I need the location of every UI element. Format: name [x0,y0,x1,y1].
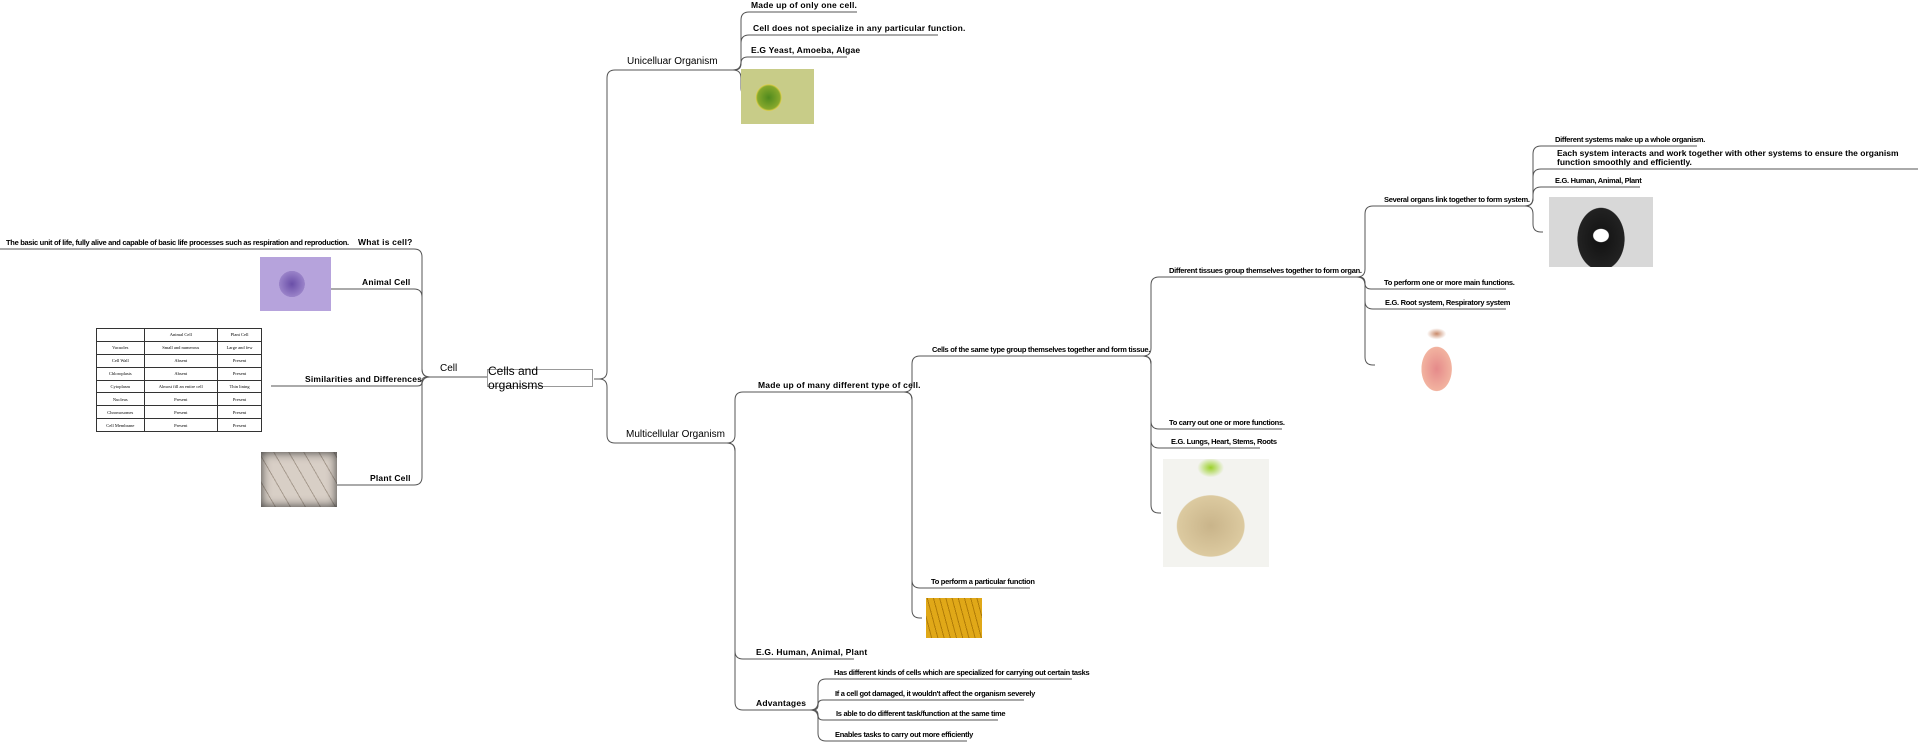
multicellular-example[interactable]: E.G. Human, Animal, Plant [756,647,868,657]
table-cell: Chloroplasts [96,366,145,381]
table-cell: Large and few [217,340,262,355]
table-cell: Thin lining [217,379,262,394]
advantage-item[interactable]: Has different kinds of cells which are s… [834,668,1090,677]
topic-unicellular[interactable]: Unicelluar Organism [627,56,718,67]
branch-connector [725,442,745,711]
topic-organ[interactable]: Different tissues group themselves toget… [1169,266,1362,275]
central-topic-label: Cells and organisms [488,364,544,392]
system-item[interactable]: Different systems make up a whole organi… [1555,135,1706,144]
table-cell: Small and numerous [143,340,219,355]
system-item[interactable]: Each system interacts and work together … [1557,148,1899,167]
branch-connector [412,288,432,378]
branch-connector [594,69,617,380]
table-cell: Present [217,366,262,381]
branch-connector [902,391,922,619]
branch-connector [725,391,745,444]
algae-image [741,69,814,124]
table-cell: Animal Cell [143,328,219,342]
topic-what-is-cell[interactable]: What is cell? [358,237,413,247]
table-cell: Present [217,405,262,420]
system-item[interactable]: E.G. Human, Animal, Plant [1555,176,1642,185]
table-cell: Cell Membrane [96,418,145,432]
table-cell: Almost fill an entire cell [143,379,219,394]
tissue-function[interactable]: To perform a particular function [931,577,1035,586]
table-cell: Chromosomes [96,405,145,420]
branch-connector [808,709,828,742]
branch-connector [1523,205,1543,233]
cell-definition[interactable]: The basic unit of life, fully alive and … [6,238,349,247]
table-cell: Present [217,418,262,432]
table-cell [96,328,145,342]
topic-multicellular[interactable]: Multicellular Organism [626,429,725,440]
animal-cell-image [260,257,331,311]
respiratory-system-image [1381,326,1488,404]
branch-connector [902,355,922,393]
topic-similarities[interactable]: Similarities and Differences [305,374,423,384]
table-cell: Nucleus [96,392,145,407]
dog-image [1549,197,1653,267]
system-function[interactable]: To perform one or more main functions. [1384,278,1515,287]
advantage-item[interactable]: Is able to do different task/function at… [836,709,1006,718]
table-cell: Cell Wall [96,353,145,368]
table-cell: Present [217,392,262,407]
unicellular-item[interactable]: Cell does not specialize in any particul… [753,23,966,33]
branch-connector [594,378,617,444]
branch-connector [1141,276,1161,357]
topic-system[interactable]: Several organs link together to form sys… [1384,195,1530,204]
table-cell: Absent [143,366,219,381]
table-cell: Absent [143,353,219,368]
table-cell: Plant Cell [217,328,262,342]
unicellular-item[interactable]: Made up of only one cell. [751,0,858,10]
table-cell: Present [143,418,219,432]
central-topic[interactable]: Cells and organisms [487,364,593,392]
table-cell: Present [143,392,219,407]
advantage-item[interactable]: Enables tasks to carry out more efficien… [835,730,973,739]
advantage-item[interactable]: If a cell got damaged, it wouldn't affec… [835,689,1036,698]
system-example[interactable]: E.G. Root system, Respiratory system [1385,298,1511,307]
organ-function[interactable]: To carry out one or more functions. [1169,418,1285,427]
branch-connector [1355,276,1375,366]
table-cell: Present [143,405,219,420]
topic-many-cells[interactable]: Made up of many different type of cell. [758,380,921,390]
branch-connector [1141,355,1161,514]
topic-tissue[interactable]: Cells of the same type group themselves … [932,345,1151,354]
unicellular-item[interactable]: E.G Yeast, Amoeba, Algae [751,45,861,55]
branch-connector [729,34,751,71]
plant-roots-image [1163,459,1269,567]
branch-connector [729,11,751,71]
tissue-image [926,598,982,638]
plant-cell-image [261,452,337,507]
table-cell: Vacuoles [96,340,145,355]
branch-connector [729,56,751,71]
topic-animal-cell[interactable]: Animal Cell [362,277,411,287]
topic-advantages[interactable]: Advantages [756,698,807,708]
topic-plant-cell[interactable]: Plant Cell [370,473,411,483]
organ-example[interactable]: E.G. Lungs, Heart, Stems, Roots [1171,437,1277,446]
table-cell: Cytoplasm [96,379,145,394]
branch-connector [1355,205,1375,278]
branch-connector [1523,186,1543,207]
table-cell: Present [217,353,262,368]
branch-connector [412,376,432,486]
topic-cell[interactable]: Cell [440,363,458,374]
